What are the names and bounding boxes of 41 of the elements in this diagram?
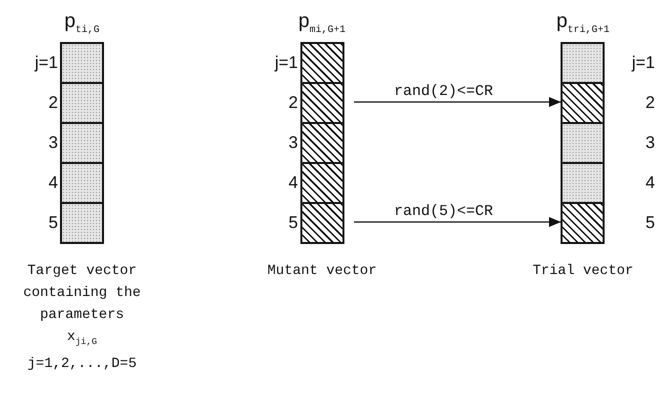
row-index: 3 <box>288 133 298 153</box>
row-index: 2 <box>644 93 655 113</box>
row-index: 4 <box>48 173 58 193</box>
dotted-cell <box>62 122 102 162</box>
row-index: 5 <box>48 213 58 233</box>
row-index: 2 <box>288 93 298 113</box>
row-index: 5 <box>644 213 655 233</box>
vector-heading: p$_{mi,G+1}$ <box>298 9 346 38</box>
hatched-cell <box>302 82 342 122</box>
row-index: j=1 <box>630 53 655 73</box>
vector-caption: x$_{ji,G}$ <box>66 328 97 349</box>
arrow <box>354 97 561 107</box>
row-index: 3 <box>48 133 58 153</box>
hatched-cell <box>302 122 342 162</box>
dotted-cell <box>62 82 102 122</box>
edge-label: rand(5)<=CR <box>394 203 493 221</box>
edge-label: rand(2)<=CR <box>394 83 493 101</box>
dotted-cell <box>62 162 102 202</box>
vector-caption: j=1,2,...,D=5 <box>27 354 137 374</box>
hatched-cell <box>302 202 342 242</box>
row-index: 2 <box>48 93 58 113</box>
hatched-cell <box>302 162 342 202</box>
vector-caption: Trial vector <box>532 262 634 281</box>
row-index: 4 <box>644 173 655 193</box>
vector-heading: p$_{ti,G}$ <box>64 9 100 38</box>
row-index: 4 <box>288 173 298 193</box>
row-index: j=1 <box>274 53 298 73</box>
hatched-cell <box>563 202 603 242</box>
row-index: j=1 <box>34 53 58 73</box>
dotted-cell <box>62 202 102 242</box>
dotted-cell <box>563 44 603 82</box>
hatched-cell <box>302 44 342 82</box>
hatched-cell <box>563 82 603 122</box>
dotted-cell <box>62 44 102 82</box>
row-index: 5 <box>288 213 298 233</box>
vector-heading: p$_{tri,G+1}$ <box>556 9 610 38</box>
dotted-cell <box>563 122 603 162</box>
arrow <box>354 217 561 227</box>
row-index: 3 <box>644 133 655 153</box>
dotted-cell <box>563 162 603 202</box>
vector-caption: Mutant vector <box>267 262 377 281</box>
